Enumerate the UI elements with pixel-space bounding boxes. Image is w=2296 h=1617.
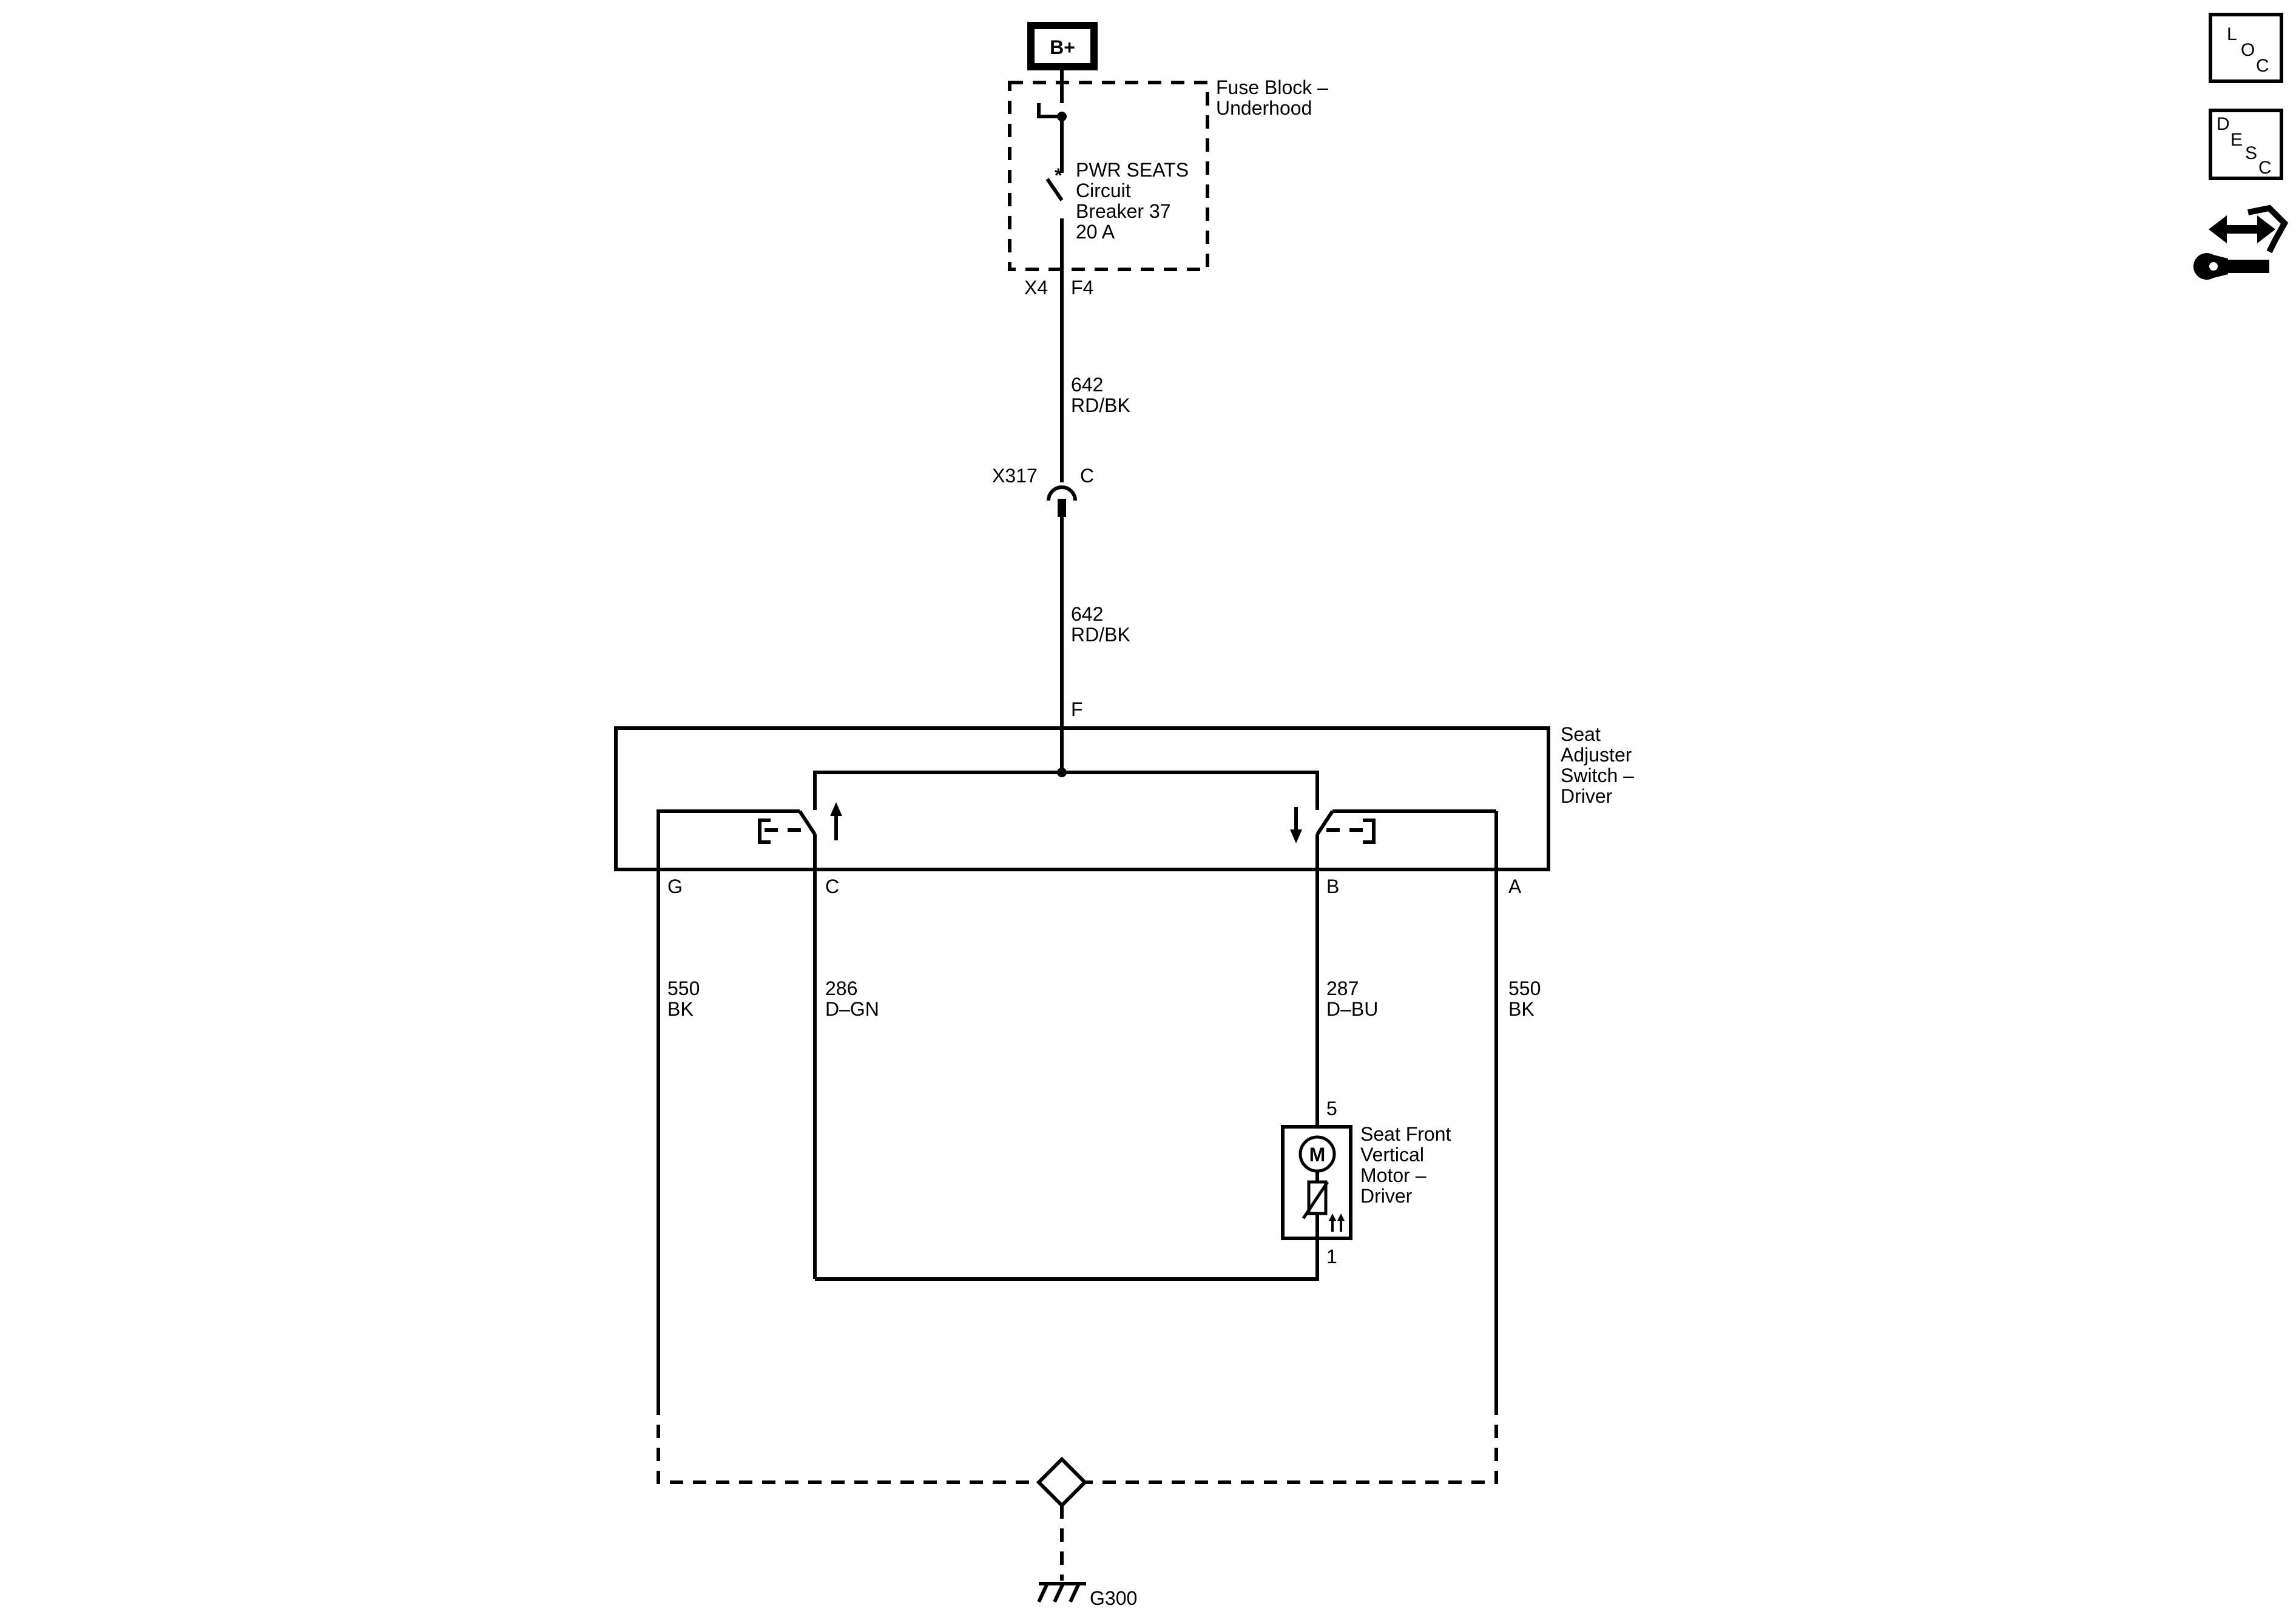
ground-splice-icon xyxy=(1036,1456,1088,1508)
ground-name: G300 xyxy=(1090,1587,1137,1609)
wire-a-circuit: 550 xyxy=(1508,977,1541,999)
breaker-label-1: PWR SEATS xyxy=(1076,159,1189,181)
motor-name-4: Driver xyxy=(1360,1185,1413,1207)
down-switch-contact-icon xyxy=(1290,807,1496,844)
loc-letter-o: O xyxy=(2241,40,2255,60)
wire-b-color: D–BU xyxy=(1326,998,1378,1020)
motor-name-3: Motor – xyxy=(1360,1164,1427,1186)
wire-b-circuit: 287 xyxy=(1326,977,1359,999)
inline-connector-name: X317 xyxy=(992,465,1038,487)
inline-connector-icon xyxy=(1047,485,1077,517)
position-sensor-icon xyxy=(1302,1180,1345,1238)
motor-pin-top: 5 xyxy=(1326,1098,1337,1119)
inline-connector-pin: C xyxy=(1080,465,1094,487)
seat-adjuster-switch-outline xyxy=(614,726,1550,871)
connector-repair-button[interactable] xyxy=(2193,200,2289,285)
breaker-label-3: Breaker 37 xyxy=(1076,200,1171,222)
motor-name-1: Seat Front xyxy=(1360,1123,1451,1145)
upper-wire-color: RD/BK xyxy=(1071,394,1130,416)
loc-button[interactable]: L O C xyxy=(2209,13,2283,83)
ground-bus-right xyxy=(1085,1402,1498,1484)
lower-wire-circuit: 642 xyxy=(1071,603,1103,625)
desc-letter-d: D xyxy=(2217,114,2230,134)
motor-name-2: Vertical xyxy=(1360,1144,1424,1166)
breaker-label-4: 20 A xyxy=(1076,221,1115,243)
circuit-breaker-icon: * xyxy=(1045,164,1064,201)
desc-letter-e: E xyxy=(2230,130,2243,150)
wire-a-color: BK xyxy=(1508,998,1535,1020)
battery-positive-source: B+ xyxy=(1027,22,1098,70)
fuse-block-name-2: Underhood xyxy=(1216,97,1312,119)
upper-wire-circuit: 642 xyxy=(1071,374,1103,396)
splice-dot xyxy=(1057,768,1067,777)
desc-letter-c: C xyxy=(2258,158,2272,178)
wire-c-color: D–GN xyxy=(825,998,879,1020)
pin-c-label: C xyxy=(825,876,839,897)
pin-a-label: A xyxy=(1508,876,1522,897)
motor-pin-bottom: 1 xyxy=(1326,1246,1337,1268)
fuse-block-outline xyxy=(1008,81,1209,271)
motor-symbol: M xyxy=(1309,1144,1326,1166)
desc-button[interactable]: D E S C xyxy=(2209,109,2283,180)
wire-c-circuit: 286 xyxy=(825,977,857,999)
switch-name-1: Seat xyxy=(1561,723,1601,745)
fuse-block-name-1: Fuse Block – xyxy=(1216,76,1328,98)
fuse-pin-label: F4 xyxy=(1071,277,1093,299)
pin-g-label: G xyxy=(667,876,683,897)
desc-letter-s: S xyxy=(2245,143,2257,163)
chassis-ground-icon xyxy=(1037,1582,1086,1603)
switch-name-4: Driver xyxy=(1561,785,1613,807)
up-switch-contact-icon xyxy=(657,802,842,844)
loc-letter-c: C xyxy=(2256,56,2269,76)
switch-internal-bus xyxy=(813,771,1319,810)
ground-bus-left xyxy=(657,1402,1039,1484)
svg-text:*: * xyxy=(1055,164,1062,186)
breaker-label-2: Circuit xyxy=(1076,180,1131,201)
switch-name-2: Adjuster xyxy=(1561,744,1632,766)
pin-b-label: B xyxy=(1326,876,1339,897)
wire-g-circuit: 550 xyxy=(667,977,700,999)
b-plus-label: B+ xyxy=(1050,36,1075,58)
switch-name-3: Switch – xyxy=(1561,765,1634,786)
motor-icon: M xyxy=(1298,1135,1336,1182)
fuse-connector-label: X4 xyxy=(1024,277,1048,299)
switch-input-pin: F xyxy=(1071,698,1083,720)
loc-letter-l: L xyxy=(2227,24,2237,44)
motor-return-wire xyxy=(815,1238,1319,1281)
wire-g-color: BK xyxy=(667,998,694,1020)
lower-wire-color: RD/BK xyxy=(1071,624,1130,646)
